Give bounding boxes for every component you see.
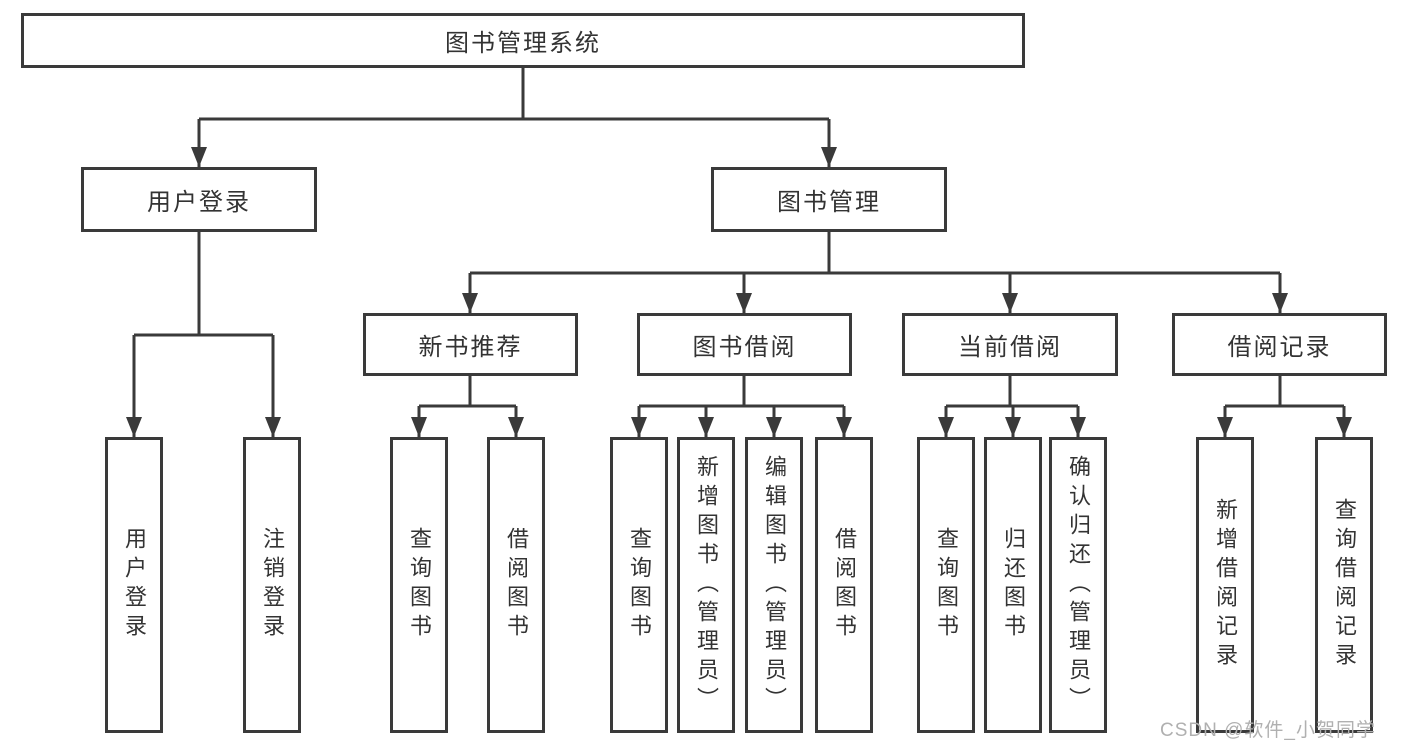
node-leaf-query-borrow-record: 查询借阅记录 [1315,437,1373,733]
node-book-borrowing: 图书借阅 [637,313,852,376]
node-leaf-logout: 注销登录 [243,437,301,733]
node-label: 当前借阅 [958,334,1062,361]
node-label: 新增借阅记录 [1213,498,1238,672]
node-label: 编辑图书（管理员） [762,454,787,716]
node-label: 注销登录 [260,527,285,643]
node-label: 确认归还（管理员） [1066,454,1091,716]
node-user-login: 用户登录 [81,167,317,232]
node-label: 归还图书 [1001,527,1026,643]
node-leaf-borrow-books: 借阅图书 [815,437,873,733]
node-label: 查询图书 [407,527,432,643]
node-label: 借阅记录 [1227,334,1332,361]
csdn-watermark: CSDN @软件_小贺同学 [1160,720,1376,741]
node-leaf-add-book-admin: 新增图书（管理员） [677,437,735,733]
node-label: 图书管理 [777,189,881,216]
node-leaf-add-borrow-record: 新增借阅记录 [1196,437,1254,733]
node-new-book-recommendation: 新书推荐 [363,313,578,376]
node-label: 图书借阅 [692,334,797,361]
node-leaf-query-books: 查询图书 [390,437,448,733]
node-label: 新书推荐 [418,334,523,361]
node-leaf-borrow-books: 借阅图书 [487,437,545,733]
node-library-management-system: 图书管理系统 [21,13,1025,68]
node-label: 新增图书（管理员） [694,454,719,716]
node-label: 图书管理系统 [445,30,601,57]
node-label: 借阅图书 [504,527,529,643]
node-leaf-user-login: 用户登录 [105,437,163,733]
node-leaf-confirm-return-admin: 确认归还（管理员） [1049,437,1107,733]
node-label: 查询图书 [934,527,959,643]
node-label: 用户登录 [147,189,251,216]
node-leaf-query-books: 查询图书 [917,437,975,733]
node-label: 借阅图书 [832,527,857,643]
node-leaf-return-books: 归还图书 [984,437,1042,733]
node-borrowing-records: 借阅记录 [1172,313,1387,376]
node-current-borrowing: 当前借阅 [902,313,1118,376]
node-label: 查询借阅记录 [1332,498,1357,672]
node-label: 查询图书 [627,527,652,643]
node-label: 用户登录 [122,527,147,643]
node-leaf-query-books: 查询图书 [610,437,668,733]
node-leaf-edit-book-admin: 编辑图书（管理员） [745,437,803,733]
node-book-management: 图书管理 [711,167,947,232]
